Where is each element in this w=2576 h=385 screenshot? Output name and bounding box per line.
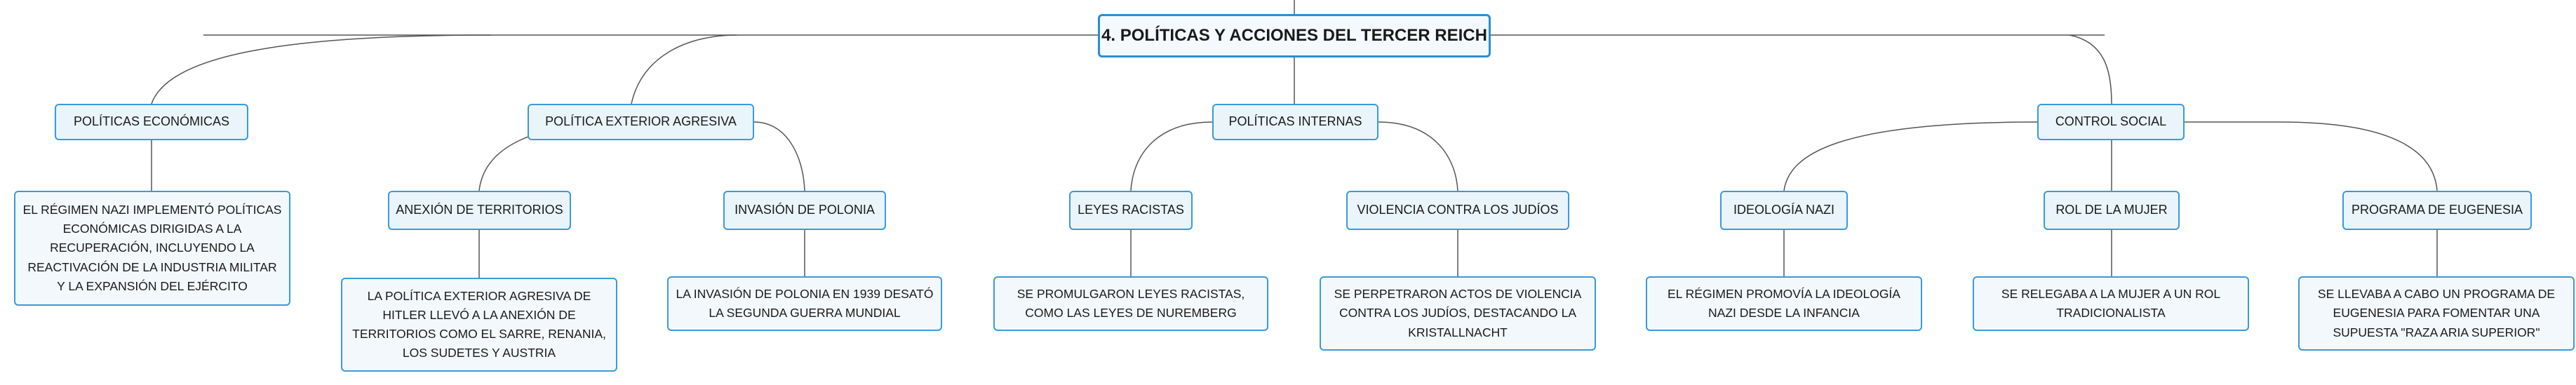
subtopic-label: VIOLENCIA CONTRA LOS JUDÍOS: [1357, 203, 1559, 217]
connector-exterior-polonia: [753, 121, 805, 191]
topic-label: POLÍTICAS INTERNAS: [1228, 114, 1362, 129]
detail-text: SE LLEVABA A CABO UN PROGRAMA DE EUGENES…: [2317, 287, 2556, 339]
detail-programa-eugenesia[interactable]: SE LLEVABA A CABO UN PROGRAMA DE EUGENES…: [2298, 276, 2575, 351]
detail-leyes-racistas[interactable]: SE PROMULGARON LEYES RACISTAS, COMO LAS …: [993, 276, 1268, 331]
subtopic-label: IDEOLOGÍA NAZI: [1733, 203, 1835, 217]
subtopic-label: INVASIÓN DE POLONIA: [734, 203, 875, 217]
subtopic-label: ROL DE LA MUJER: [2055, 203, 2168, 217]
subtopic-label: PROGRAMA DE EUGENESIA: [2351, 203, 2523, 217]
detail-text: SE RELEGABA A LA MUJER A UN ROL TRADICIO…: [2001, 286, 2221, 320]
detail-invasion-polonia[interactable]: LA INVASIÓN DE POLONIA EN 1939 DESATÓ LA…: [667, 276, 942, 331]
detail-politicas-economicas[interactable]: EL RÉGIMEN NAZI IMPLEMENTÓ POLÍTICAS ECO…: [14, 191, 290, 306]
connector-root-social: [2069, 34, 2112, 104]
subtopic-leyes-racistas[interactable]: LEYES RACISTAS: [1069, 191, 1193, 230]
topic-label: CONTROL SOCIAL: [2055, 114, 2167, 129]
subtopic-programa-eugenesia[interactable]: PROGRAMA DE EUGENESIA: [2342, 191, 2532, 230]
subtopic-violencia-judios[interactable]: VIOLENCIA CONTRA LOS JUDÍOS: [1346, 191, 1569, 230]
detail-text: SE PROMULGARON LEYES RACISTAS, COMO LAS …: [1017, 286, 1245, 320]
detail-rol-mujer[interactable]: SE RELEGABA A LA MUJER A UN ROL TRADICIO…: [1973, 276, 2249, 331]
detail-text: EL RÉGIMEN NAZI IMPLEMENTÓ POLÍTICAS ECO…: [22, 203, 282, 293]
subtopic-label: ANEXIÓN DE TERRITORIOS: [396, 203, 563, 217]
connector-root-economicas: [151, 34, 492, 104]
detail-text: LA POLÍTICA EXTERIOR AGRESIVA DE HITLER …: [352, 288, 606, 360]
subtopic-anexion-territorios[interactable]: ANEXIÓN DE TERRITORIOS: [388, 191, 571, 230]
subtopic-invasion-polonia[interactable]: INVASIÓN DE POLONIA: [723, 191, 886, 230]
topic-control-social[interactable]: CONTROL SOCIAL: [2037, 104, 2185, 140]
connector-internas-violencia: [1378, 121, 1458, 191]
detail-ideologia-nazi[interactable]: EL RÉGIMEN PROMOVÍA LA IDEOLOGÍA NAZI DE…: [1646, 276, 1922, 331]
subtopic-ideologia-nazi[interactable]: IDEOLOGÍA NAZI: [1720, 191, 1848, 230]
detail-text: SE PERPETRARON ACTOS DE VIOLENCIA CONTRA…: [1334, 287, 1582, 339]
detail-anexion-territorios[interactable]: LA POLÍTICA EXTERIOR AGRESIVA DE HITLER …: [341, 278, 617, 372]
connector-internas-leyes: [1130, 121, 1213, 191]
subtopic-rol-mujer[interactable]: ROL DE LA MUJER: [2044, 191, 2180, 230]
detail-text: EL RÉGIMEN PROMOVÍA LA IDEOLOGÍA NAZI DE…: [1668, 286, 1900, 320]
topic-politicas-internas[interactable]: POLÍTICAS INTERNAS: [1212, 104, 1378, 140]
topic-label: POLÍTICA EXTERIOR AGRESIVA: [545, 114, 737, 129]
root-label: 4. POLÍTICAS Y ACCIONES DEL TERCER REICH: [1101, 25, 1487, 45]
connector-social-ideologia: [1783, 121, 2038, 191]
topic-politicas-economicas[interactable]: POLÍTICAS ECONÓMICAS: [55, 104, 248, 140]
connector-social-eugenesia: [2185, 121, 2438, 191]
detail-violencia-judios[interactable]: SE PERPETRARON ACTOS DE VIOLENCIA CONTRA…: [1320, 276, 1596, 351]
subtopic-label: LEYES RACISTAS: [1078, 203, 1184, 217]
topic-politica-exterior[interactable]: POLÍTICA EXTERIOR AGRESIVA: [528, 104, 754, 140]
detail-text: LA INVASIÓN DE POLONIA EN 1939 DESATÓ LA…: [676, 286, 934, 320]
topic-label: POLÍTICAS ECONÓMICAS: [73, 114, 230, 129]
root-node[interactable]: 4. POLÍTICAS Y ACCIONES DEL TERCER REICH: [1098, 14, 1491, 58]
connector-root-exterior: [631, 34, 737, 104]
